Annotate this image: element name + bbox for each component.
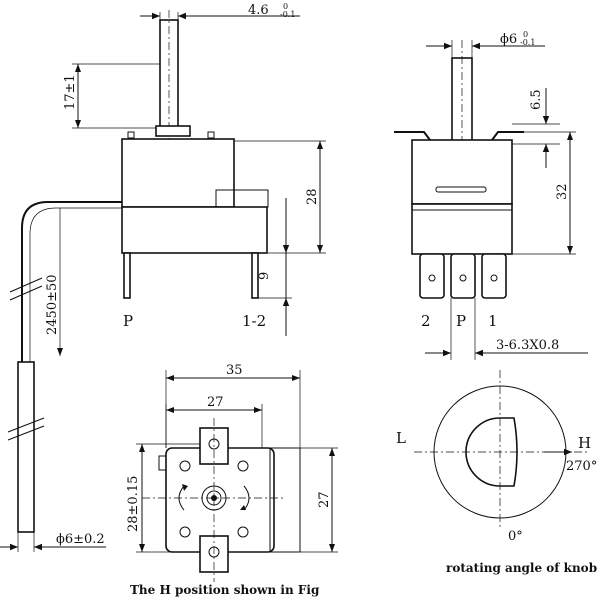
- side-terminal-p: [450, 253, 476, 299]
- sensor-bulb: [17, 361, 35, 533]
- caption-h-position: The H position shown in Fig: [130, 583, 320, 597]
- dim-bulb-diameter: ϕ6±0.2: [56, 532, 105, 547]
- dim-hole-spacing-y: 28±0.15: [126, 476, 141, 532]
- label-side-terminal-p: P: [456, 312, 466, 330]
- front-body: [121, 138, 235, 208]
- side-view: ϕ6 0 -0.1 6.5 32 3-6.3X0.8 2 P 1: [394, 30, 588, 360]
- dim-terminal-height: 9: [257, 272, 272, 280]
- front-terminal-12: [251, 252, 259, 299]
- side-terminal-2: [419, 253, 445, 299]
- caption-rotating-angle: rotating angle of knob: [446, 561, 597, 575]
- side-body-bottom: [411, 203, 513, 255]
- side-terminal-1: [481, 253, 507, 299]
- label-side-terminal-2: 2: [421, 312, 431, 330]
- side-body-top: [411, 139, 513, 205]
- dim-side-shaft-diameter-tol-upper: 0: [523, 30, 528, 39]
- dim-bottom-height: 27: [317, 491, 332, 508]
- front-view: 4.6 0 -0.1 17±1 28 9 2450±50 ϕ6±0.2: [0, 2, 326, 552]
- dim-shaft-width-tol-upper: 0: [283, 2, 288, 11]
- dim-shaft-width-tol-lower: -0.1: [280, 10, 295, 19]
- dim-bottom-width: 35: [226, 363, 243, 378]
- dim-shaft-height: 17±1: [63, 74, 78, 110]
- dim-terminal-size: 3-6.3X0.8: [496, 338, 559, 353]
- label-side-terminal-1: 1: [488, 312, 498, 330]
- dim-hole-spacing-x: 27: [207, 395, 224, 410]
- dim-side-shaft-diameter: ϕ6: [500, 32, 517, 47]
- bottom-view: 35 27 28±0.15 27 The H position shown in…: [126, 363, 338, 597]
- dim-side-shaft-diameter-tol-lower: -0.1: [520, 38, 535, 47]
- front-terminal-p: [123, 252, 131, 299]
- label-angle-270: 270°: [566, 459, 597, 474]
- dim-side-shaft-length: 6.5: [529, 89, 544, 110]
- dim-shaft-width: 4.6: [248, 3, 269, 18]
- label-terminal-12: 1-2: [242, 312, 266, 330]
- dim-side-overall-height: 32: [555, 183, 570, 200]
- label-knob-l: L: [396, 429, 406, 447]
- knob-view: L H 270° 0° rotating angle of knob: [396, 370, 597, 575]
- label-terminal-p: P: [123, 312, 133, 330]
- capillary-tube: [21, 201, 122, 362]
- knob-handle: [465, 417, 518, 487]
- dim-capillary-length: 2450±50: [45, 274, 60, 335]
- label-angle-0: 0°: [508, 529, 523, 544]
- label-knob-h: H: [578, 434, 591, 452]
- dim-body-height: 28: [305, 188, 320, 205]
